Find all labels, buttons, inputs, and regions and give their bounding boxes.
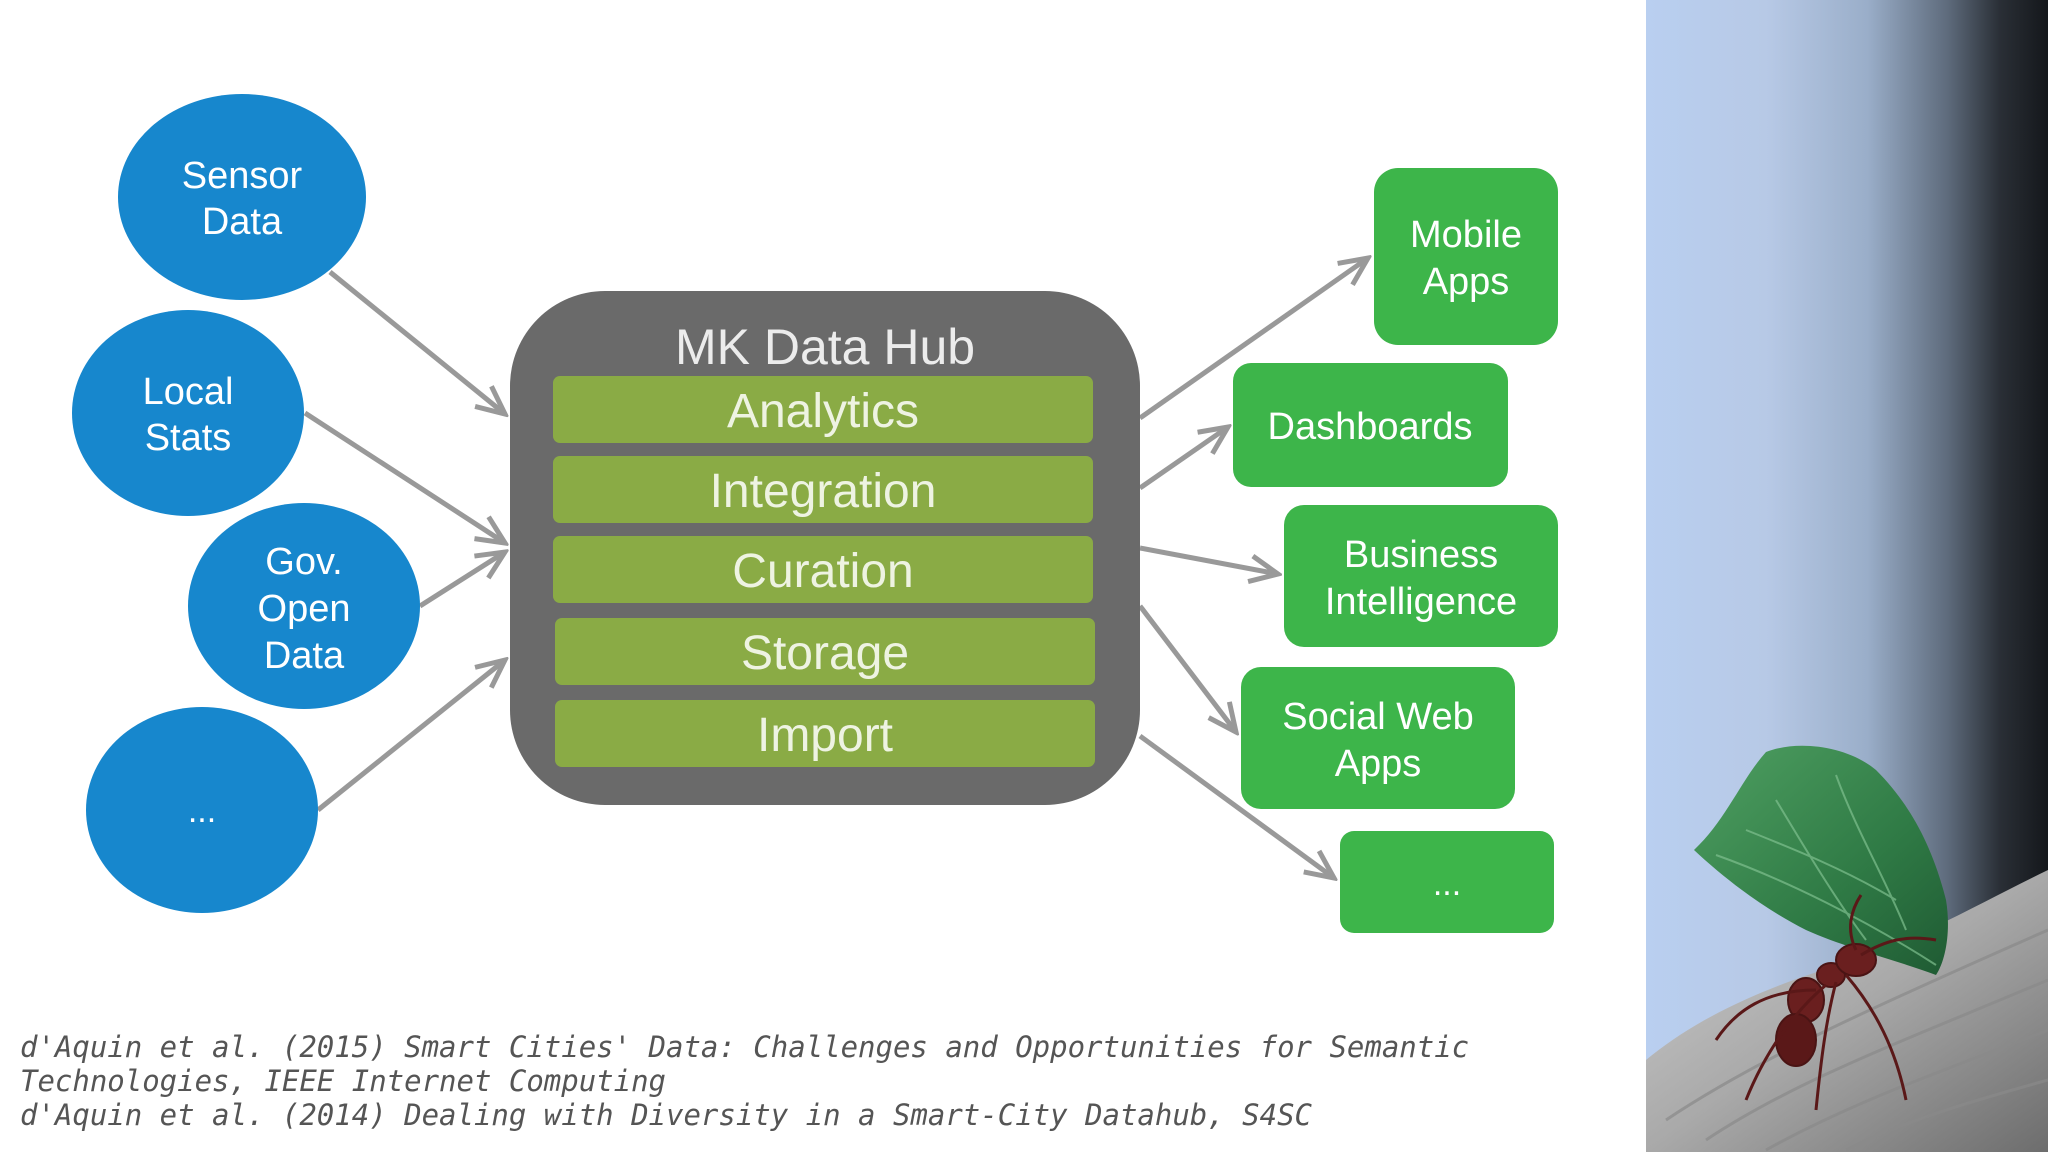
output-arrows — [1138, 258, 1368, 878]
hub-title: MK Data Hub — [675, 319, 975, 375]
svg-text:Curation: Curation — [732, 545, 913, 598]
arrow-hub-to-more — [1138, 733, 1334, 878]
source-gov-open-data: Gov. Open Data — [188, 503, 420, 709]
data-hub-diagram: Sensor Data Local Stats Gov. Open Data .… — [72, 94, 1558, 933]
svg-text:Dashboards: Dashboards — [1268, 406, 1473, 448]
reference-1: d'Aquin et al. (2015) Smart Cities' Data… — [20, 1030, 1470, 1098]
output-line: Apps — [1335, 743, 1422, 785]
arrow-stats-to-hub — [303, 410, 505, 543]
arrow-hub-to-social — [1138, 604, 1236, 732]
output-line: Intelligence — [1325, 581, 1517, 623]
svg-text:Open: Open — [258, 588, 351, 630]
source-line: Data — [264, 635, 345, 677]
output-line: Apps — [1423, 261, 1510, 303]
layer-label: Curation — [732, 545, 913, 598]
output-line: Dashboards — [1268, 406, 1473, 448]
svg-text:Sensor: Sensor — [182, 155, 303, 197]
layer-label: Storage — [741, 627, 909, 680]
svg-text:MK Data Hub: MK Data Hub — [675, 319, 975, 375]
svg-text:...: ... — [1433, 865, 1461, 903]
svg-text:Data: Data — [202, 201, 283, 243]
output-line: Social Web — [1282, 696, 1474, 738]
svg-text:Stats: Stats — [145, 417, 232, 459]
arrow-more-to-hub — [316, 660, 505, 812]
svg-text:Social Web: Social Web — [1282, 696, 1474, 738]
svg-text:Analytics: Analytics — [727, 385, 919, 438]
source-line: Stats — [145, 417, 232, 459]
layer-curation — [553, 536, 1093, 603]
source-line: Data — [202, 201, 283, 243]
leaf-cutter-ant-photo — [1646, 0, 2048, 1152]
layer-analytics — [553, 376, 1093, 443]
source-line: Open — [258, 588, 351, 630]
output-line: Business — [1344, 534, 1498, 576]
arrow-hub-to-mobile — [1138, 258, 1368, 421]
layer-label: Integration — [710, 465, 937, 518]
branch-shape — [1646, 870, 2048, 1152]
svg-text:Data: Data — [264, 635, 345, 677]
arrow-sensor-to-hub — [328, 270, 505, 414]
svg-text:Apps: Apps — [1423, 261, 1510, 303]
output-more: ... — [1340, 831, 1554, 933]
svg-text:Import: Import — [757, 709, 893, 762]
source-line: Sensor — [182, 155, 303, 197]
svg-text:Apps: Apps — [1335, 743, 1422, 785]
layer-label: Analytics — [727, 385, 919, 438]
svg-text:...: ... — [188, 792, 216, 830]
output-dashboards: Dashboards — [1233, 363, 1508, 487]
layer-label: Import — [757, 709, 893, 762]
source-nodes: Sensor Data Local Stats Gov. Open Data .… — [72, 94, 420, 913]
source-more: ... — [86, 707, 318, 913]
output-line: Mobile — [1410, 214, 1522, 256]
arrow-gov-to-hub — [418, 552, 505, 609]
reference-2: d'Aquin et al. (2014) Dealing with Diver… — [20, 1098, 1313, 1132]
svg-text:Mobile: Mobile — [1410, 214, 1522, 256]
source-line: ... — [188, 792, 216, 830]
slide: Sensor Data Local Stats Gov. Open Data .… — [20, 94, 1600, 1132]
svg-text:Intelligence: Intelligence — [1325, 581, 1517, 623]
source-line: Local — [143, 371, 234, 413]
arrow-hub-to-bi — [1139, 545, 1278, 574]
layer-import — [555, 700, 1095, 767]
source-line: Gov. — [265, 541, 342, 583]
svg-text:Integration: Integration — [710, 465, 937, 518]
mk-data-hub: MK Data Hub Analytics Integration Curati… — [510, 291, 1140, 805]
svg-text:Gov.: Gov. — [265, 541, 342, 583]
output-nodes: Mobile Apps Dashboards Business Intellig… — [1233, 168, 1558, 933]
svg-text:Local: Local — [143, 371, 234, 413]
output-business-intelligence: Business Intelligence — [1284, 505, 1558, 647]
layer-integration — [553, 456, 1093, 523]
references: d'Aquin et al. (2015) Smart Cities' Data… — [20, 1030, 1600, 1132]
source-local-stats: Local Stats — [72, 310, 304, 516]
input-arrows — [303, 270, 505, 812]
source-sensor-data: Sensor Data — [118, 94, 366, 300]
output-line: ... — [1433, 865, 1461, 903]
arrow-hub-to-dashboards — [1138, 427, 1228, 491]
output-social-web-apps: Social Web Apps — [1241, 667, 1515, 809]
output-mobile-apps: Mobile Apps — [1374, 168, 1558, 345]
svg-text:Storage: Storage — [741, 627, 909, 680]
layer-storage — [555, 618, 1095, 685]
svg-text:Business: Business — [1344, 534, 1498, 576]
